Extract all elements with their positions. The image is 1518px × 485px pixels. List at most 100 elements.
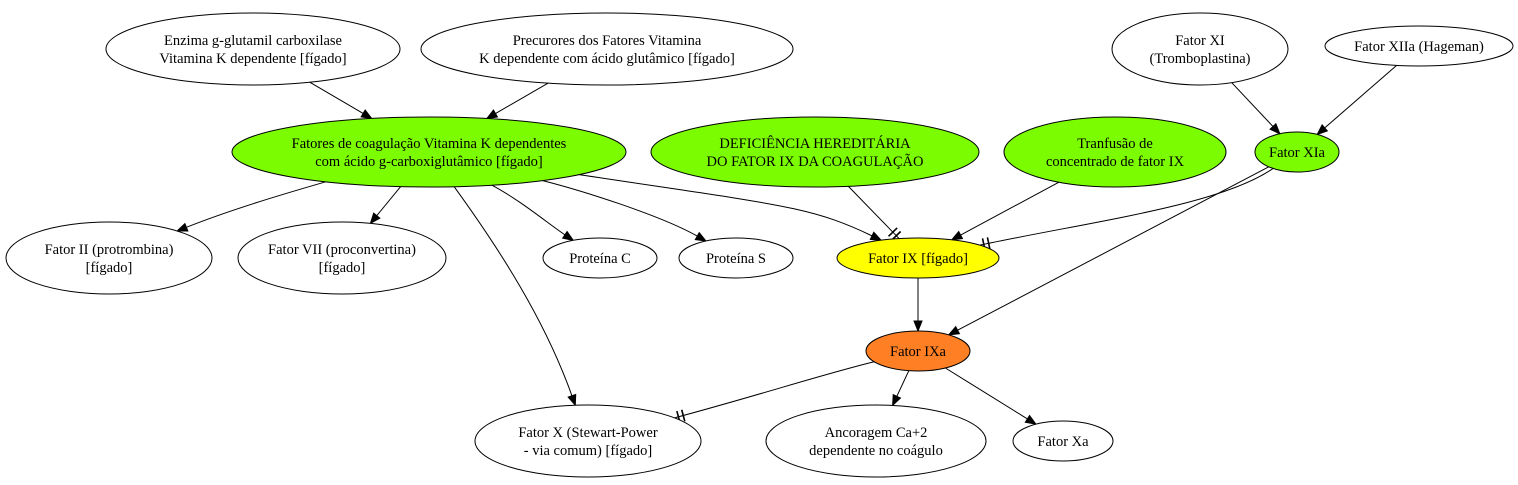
edge-line [542, 180, 698, 237]
edge-line [579, 174, 873, 237]
node-label: Proteína C [569, 251, 631, 267]
edge-line [896, 370, 910, 397]
inhibition-tee-icon [986, 237, 991, 250]
arrowhead-icon [175, 222, 189, 232]
node-fator-ix: Fator IX [fígado] [836, 237, 1000, 279]
edge-line [376, 186, 401, 216]
edge-fator-ixa-to-fator-xa [945, 367, 1038, 425]
edge-line [495, 82, 549, 114]
edge-line [1324, 65, 1397, 129]
arrowhead-icon [694, 231, 708, 242]
node-label: Fatores de coagulação Vitamina K depende… [292, 136, 567, 152]
node-label: DEFICIÊNCIA HEREDITÁRIA [719, 135, 911, 152]
node-shape [865, 330, 971, 372]
edge-fator-xi-to-fator-xia [1231, 82, 1281, 135]
edge-line [945, 367, 1028, 420]
edge-fatores-vitk-to-proteina-c [491, 184, 575, 242]
edge-fatores-vitk-to-proteina-s [542, 180, 708, 242]
edge-line [847, 185, 900, 239]
node-label: (Tromboplastina) [1150, 51, 1251, 67]
node-shape [650, 116, 980, 188]
node-label: Fator XIa [1269, 145, 1326, 161]
edge-transfusao-to-fator-ix [950, 181, 1060, 241]
node-fator-x: Fator X (Stewart-Power - via comum) [fíga… [474, 404, 702, 478]
edge-fatores-vitk-to-fator-ix [579, 174, 883, 241]
node-fator-ii: Fator II (protrombina) [fígado] [5, 221, 213, 295]
inhibition-tee-icon [887, 227, 898, 237]
node-label: com ácido g-carboxiglutâmico [fígado] [315, 154, 542, 170]
edge-fator-xiia-to-fator-xia [1316, 65, 1397, 136]
node-label: Tranfusão de [1077, 136, 1153, 152]
node-shape [237, 221, 447, 295]
node-label: - via comum) [fígado] [524, 443, 652, 459]
edge-line [674, 361, 875, 419]
node-label: DO FATOR IX DA COAGULAÇÃO [707, 154, 924, 170]
node-label: Fator XI [1175, 33, 1225, 49]
edge-fator-xia-to-fator-ixa [947, 166, 1270, 336]
node-precursores: Precurores dos Fatores Vitamina K depende… [420, 12, 794, 86]
edge-line [309, 81, 364, 114]
edge-deficiencia-to-fator-ix [847, 185, 902, 241]
arrowhead-icon [950, 230, 964, 241]
node-label: Enzima g-glutamil carboxilase [164, 33, 342, 49]
node-shape [474, 404, 702, 478]
edge-line [453, 186, 573, 396]
node-shape [231, 116, 627, 188]
node-shape [5, 221, 213, 295]
node-label: Vitamina K dependente [fígado] [159, 51, 346, 67]
node-label: dependente no coágulo [809, 443, 943, 459]
node-label: Fator II (protrombina) [45, 242, 174, 258]
node-fator-xi: Fator XI (Tromboplastina) [1111, 12, 1289, 86]
node-shape [678, 237, 794, 279]
node-fator-ixa: Fator IXa [865, 330, 971, 372]
node-shape [836, 237, 1000, 279]
node-shape [1003, 116, 1227, 188]
node-label: Fator IXa [890, 344, 947, 360]
arrowhead-icon [567, 393, 577, 407]
node-label: [fígado] [319, 260, 366, 276]
node-fator-vii: Fator VII (proconvertina)[fígado] [237, 221, 447, 295]
node-label: Precurores dos Fatores Vitamina [513, 33, 702, 49]
arrowhead-icon [892, 393, 902, 407]
node-label: Ancoragem Ca+2 [825, 425, 928, 441]
edge-line [186, 181, 326, 228]
node-fator-xiia: Fator XIIa (Hageman) [1324, 25, 1514, 67]
node-shape [765, 404, 987, 478]
node-fator-xa: Fator Xa [1012, 420, 1114, 462]
edge-fatores-vitk-to-fator-x [453, 186, 577, 407]
node-shape [542, 237, 658, 279]
node-label: [fígado] [86, 260, 133, 276]
arrowhead-icon [1269, 122, 1281, 135]
node-label: Proteína S [706, 251, 766, 267]
node-shape [1254, 131, 1340, 173]
edge-fatores-vitk-to-fator-vii [369, 186, 401, 225]
edge-line [1231, 82, 1274, 127]
arrowhead-icon [869, 231, 883, 241]
node-label: K dependente com ácido glutâmico [fígado… [479, 51, 735, 67]
node-fatores-vitk: Fatores de coagulação Vitamina K depende… [231, 116, 627, 188]
node-label: Fator IX [fígado] [868, 251, 968, 267]
node-shape [105, 12, 401, 86]
edge-fator-ix-to-fator-ixa [913, 278, 923, 333]
node-shape [1012, 420, 1114, 462]
arrowhead-icon [1316, 123, 1329, 136]
edge-line [979, 168, 1274, 246]
node-label: Fator XIIa (Hageman) [1354, 39, 1484, 55]
arrowhead-icon [913, 320, 923, 333]
arrowhead-icon [947, 325, 961, 336]
node-proteina-c: Proteína C [542, 237, 658, 279]
node-label: Fator Xa [1037, 434, 1089, 450]
node-label: concentrado de fator IX [1046, 154, 1185, 170]
node-proteina-s: Proteína S [678, 237, 794, 279]
edge-fator-ixa-to-ancoragem [892, 370, 910, 407]
inhibition-tee-icon [680, 409, 686, 422]
node-deficiencia: DEFICIÊNCIA HEREDITÁRIA DO FATOR IX DA CO… [650, 116, 980, 188]
edge-line [960, 181, 1060, 236]
node-label: Fator X (Stewart-Power [518, 425, 658, 441]
arrowhead-icon [360, 109, 373, 120]
edge-fatores-vitk-to-fator-ii [175, 181, 326, 232]
arrowhead-icon [561, 230, 575, 242]
